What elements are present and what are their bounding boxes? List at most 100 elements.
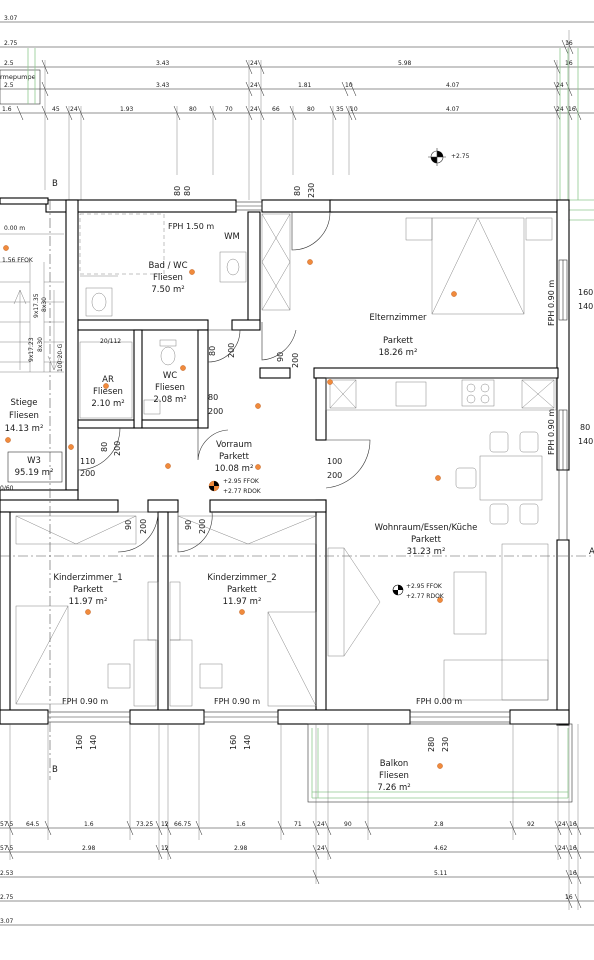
vorraum-rdok: +2.77 RDOK (223, 488, 262, 495)
room-bad-floor: Fliesen (153, 273, 183, 283)
room-bad-marker (189, 269, 195, 275)
dim-bot-1a: 57.5 (0, 821, 14, 828)
top-dimension-chains: 3.07 2.75 16 2.5 3.43 24 5.98 16 2.5 3.4… (0, 15, 594, 200)
kinder2-marker (239, 609, 245, 615)
dim-top-5e: 80 (189, 106, 197, 113)
dim-top-5c: 24 (70, 106, 78, 113)
room-vorraum-name: Vorraum (216, 440, 252, 450)
dim-top-4d: 1.81 (298, 82, 312, 89)
room-eltern-name: Elternzimmer (369, 313, 427, 323)
opening-d10-w: 90 (184, 520, 193, 530)
stair-label-d: 8x30 (37, 337, 44, 352)
opening-d7-w: 80 (100, 442, 109, 452)
dim-top-5j: 35 (336, 106, 344, 113)
fph-eltern: FPH 0.90 m (547, 280, 556, 326)
vorraum-marker-4 (68, 444, 74, 450)
room-wohn-area: 31.23 m² (407, 547, 446, 557)
wohn-ffok: +2.95 FFOK (406, 583, 443, 590)
dim-bot-1h: 71 (294, 821, 302, 828)
opening-d1-w: 80 (173, 186, 182, 196)
opening-d5-w: 80 (208, 393, 218, 402)
dim-bot-1f: 66.75 (174, 821, 191, 828)
opening-d7-h: 200 (113, 441, 122, 456)
room-ar-name: AR (102, 375, 114, 385)
room-eltern-area: 18.26 m² (379, 348, 418, 358)
wohn-rdok: +2.77 RDOK (406, 593, 445, 600)
opening-d8-h: 200 (327, 471, 342, 480)
fph-bad: FPH 1.50 m (168, 222, 214, 231)
dim-bot-2h: 16 (569, 845, 577, 852)
section-b-top: B (52, 179, 58, 189)
opening-d1-h: 80 (183, 186, 192, 196)
level-marker-top: +2.75 (428, 148, 470, 166)
dim-bot-2c: 12 (161, 845, 169, 852)
door-swings (77, 211, 371, 553)
room-kinder2-area: 11.97 m² (223, 597, 262, 607)
opening-d11-w: 160 (75, 735, 84, 750)
room-balkon-area: 7.26 m² (377, 783, 410, 793)
balcony (307, 723, 573, 803)
vorraum-marker-3 (255, 464, 261, 470)
opening-d6-h: 200 (80, 469, 95, 478)
heat-pump-area: rmepumpe (0, 69, 41, 105)
room-kinder1-floor: Parkett (73, 585, 104, 595)
room-wc-marker (180, 365, 186, 371)
room-ar-marker (103, 383, 109, 389)
vorraum-marker-2 (165, 463, 171, 469)
dim-top-3c: 24 (250, 60, 258, 67)
dim-bot-1b: 64.5 (26, 821, 40, 828)
dim-bot-4b: 16 (565, 894, 573, 901)
dim-top-4c: 24 (250, 82, 258, 89)
dim-top-5d: 1.93 (120, 106, 134, 113)
w3-name: W3 (27, 456, 41, 466)
section-line: A B (0, 200, 594, 780)
heat-pump-label: rmepumpe (0, 73, 36, 81)
dim-bot-4a: 2.75 (0, 894, 14, 901)
windows (47, 201, 568, 723)
dim-top-4a: 2.5 (4, 82, 14, 89)
room-vorraum-area: 10.08 m² (215, 464, 254, 474)
dim-bot-1i: 24 (317, 821, 325, 828)
dim-top-5g: 24 (250, 106, 258, 113)
opening-d11-h: 140 (89, 735, 98, 750)
opening-d13-w: 280 (427, 737, 436, 752)
opening-d6-w: 110 (80, 457, 95, 466)
fph-kinder2: FPH 0.90 m (214, 697, 260, 706)
furniture (15, 213, 557, 707)
opening-d5-h: 200 (208, 407, 223, 416)
opening-d9-h: 200 (139, 519, 148, 534)
room-bad-name: Bad / WC (148, 261, 187, 271)
balkon-marker (437, 763, 443, 769)
vorraum-ffok: +2.95 FFOK (223, 478, 260, 485)
room-stiege-area: 14.13 m² (5, 424, 44, 434)
room-balkon-name: Balkon (380, 759, 409, 769)
opening-d4-h: 200 (291, 353, 300, 368)
opening-d15-h: 140 (578, 437, 593, 446)
dim-bot-5a: 3.07 (0, 918, 14, 925)
bottom-dimension-chains: 57.5 64.5 1.6 73.25 12 66.75 1.6 71 24 9… (0, 724, 594, 926)
opening-d13-h: 230 (441, 737, 450, 752)
dim-top-3b: 3.43 (156, 60, 170, 67)
opening-d2-h: 230 (307, 183, 316, 198)
stair-label-b: 8x30 (41, 297, 48, 312)
dim-top-3a: 2.5 (4, 60, 14, 67)
dim-top-5h: 66 (272, 106, 280, 113)
dim-top-5k: 10 (350, 106, 358, 113)
dim-bot-1m: 24 (558, 821, 566, 828)
stair-label-e: 100-20-G (57, 343, 64, 372)
room-eltern-marker (451, 291, 457, 297)
wohn-marker-3 (327, 379, 333, 385)
room-kinder1-name: Kinderzimmer_1 (53, 573, 122, 583)
room-wc-floor: Fliesen (155, 383, 185, 393)
dim-top-5i: 80 (307, 106, 315, 113)
dim-top-3e: 16 (565, 60, 573, 67)
stair-top-label: 0.00 m (4, 225, 25, 232)
room-ar-floor: Fliesen (93, 387, 123, 397)
dim-top-2b: 16 (565, 40, 573, 47)
dim-bot-1g: 1.6 (236, 821, 246, 828)
room-vorraum-floor: Parkett (219, 452, 250, 462)
room-wohn-name: Wohnraum/Essen/Küche (375, 523, 478, 533)
section-a-label: A (589, 547, 594, 557)
opening-d3-h: 200 (227, 343, 236, 358)
